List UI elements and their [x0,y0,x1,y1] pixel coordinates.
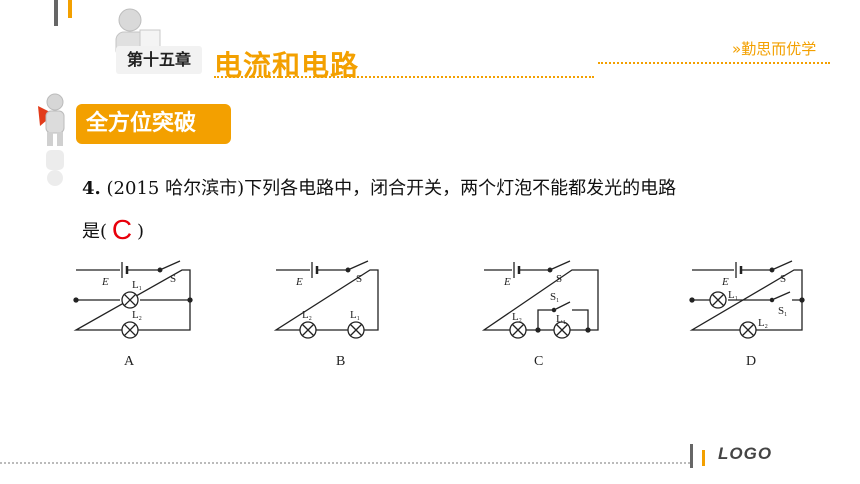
footer-accent-bar [702,450,705,466]
label-l2: L [758,317,765,329]
chapter-title: 电流和电路 [214,49,360,82]
label-l1: L [556,313,563,325]
label-l2-sub: 2 [309,316,312,322]
label-s: S [356,273,362,285]
double-chevron-icon: » [732,40,742,58]
circuit-a: E S L1 L2 A [73,260,193,369]
lamp-l1-icon [709,291,727,309]
label-l2: L [302,309,309,321]
label-s1-sub: 1 [784,312,787,318]
brand-text: 勤思而优学 [741,40,817,58]
svg-text:L1: L1 [556,313,566,326]
svg-text:L2: L2 [758,317,768,330]
svg-text:L2: L2 [132,309,142,322]
label-e: E [295,276,303,288]
brand-slogan: »勤思而优学 [732,38,816,59]
lamp-l2-icon [121,321,139,339]
caption-b: B [336,354,345,369]
top-accent-bar [68,0,72,18]
label-e: E [101,276,109,288]
lamp-l1-icon [347,321,365,339]
label-l1-sub: 1 [139,286,142,292]
svg-text:L2: L2 [512,311,522,324]
label-l1-sub: 1 [563,320,566,326]
svg-text:S1: S1 [778,305,787,318]
label-l2-sub: 2 [519,318,522,324]
label-l2-sub: 2 [139,316,142,322]
footer-divider-bar [690,444,693,468]
lamp-l1-icon [553,321,571,339]
svg-text:L1: L1 [132,279,142,292]
label-s1: S [550,291,556,303]
label-l2: L [132,309,139,321]
label-s: S [780,273,786,285]
circuit-c: E S S1 L2 L1 C [481,260,599,369]
label-l2-sub: 2 [765,324,768,330]
label-s1: S [778,305,784,317]
logo: LOGO [718,444,773,463]
svg-text:L2: L2 [302,309,312,322]
lamp-l2-icon [509,321,527,339]
question-suffix: ) [137,221,145,242]
label-s: S [170,273,176,285]
top-divider-bar [54,0,58,26]
label-e: E [721,276,729,288]
lamp-l2-icon [299,321,317,339]
circuit-d: E S L1 S1 L2 D [689,260,805,369]
brand-dotted-line [598,62,830,64]
label-s: S [556,273,562,285]
question-text: (2015 哈尔滨市)下列各电路中，闭合开关，两个灯泡不能都发光的电路 [106,178,677,199]
label-l1: L [350,309,357,321]
svg-text:L1: L1 [728,289,738,302]
section-title-banner: 全方位突破 [76,104,231,144]
svg-text:L1: L1 [350,309,360,322]
label-l1: L [132,279,139,291]
caption-d: D [746,354,756,369]
footer-dotted-line [0,462,690,464]
lamp-l1-icon [121,291,139,309]
label-l1-sub: 1 [357,316,360,322]
superhero-mascot-icon [38,93,65,186]
question-number: 4. [82,178,101,199]
answer-text: C [111,214,133,245]
label-l1-sub: 1 [735,296,738,302]
label-l2: L [512,311,519,323]
label-l1: L [728,289,735,301]
header-dotted-underline [214,76,594,78]
label-e: E [503,276,511,288]
question-line-1: 4. (2015 哈尔滨市)下列各电路中，闭合开关，两个灯泡不能都发光的电路 [82,174,676,200]
question-line-2: 是(C) [82,212,145,245]
chapter-label: 第十五章 [116,46,202,74]
question-prefix: 是( [82,221,108,242]
circuit-diagrams: E S L1 L2 A E S L2 L1 B [73,260,805,369]
lamp-l2-icon [739,321,757,339]
label-s1-sub: 1 [556,298,559,304]
caption-a: A [124,354,135,369]
caption-c: C [534,354,543,369]
svg-text:S1: S1 [550,291,559,304]
circuit-b: E S L2 L1 B [273,260,379,369]
